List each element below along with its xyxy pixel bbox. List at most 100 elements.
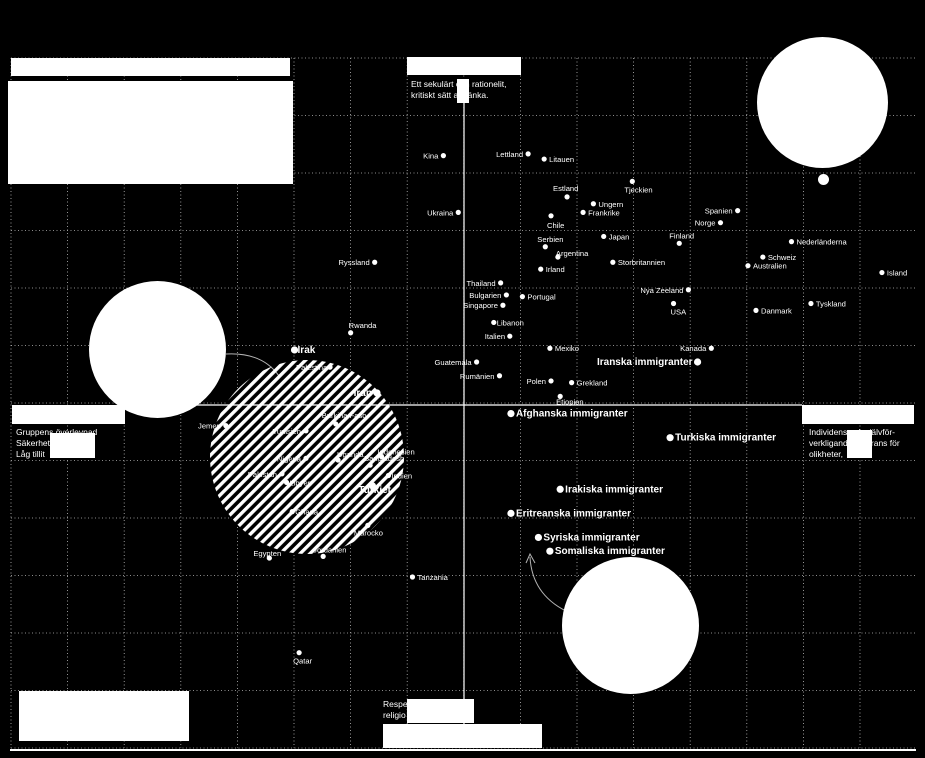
point-marker: [503, 292, 509, 298]
point-label: Bulgarien: [469, 291, 501, 300]
left-axis-line-3: Låg tillit: [16, 449, 45, 459]
callout-circle-bottom-right: [562, 557, 699, 694]
point-label: Irakiska immigranter: [565, 484, 663, 495]
point-marker: [290, 346, 299, 354]
point-marker: [303, 428, 309, 434]
point-marker: [548, 213, 554, 219]
point-label: Japan: [609, 232, 630, 241]
point-label: Chile: [547, 221, 564, 230]
point-marker: [601, 233, 607, 240]
point-marker: [372, 259, 378, 265]
point-label: Nederländerna: [796, 238, 847, 247]
point-label: Rumänien: [460, 372, 495, 381]
point-label: Kina: [423, 152, 439, 161]
point-marker: [693, 358, 702, 366]
point-label: Spanien: [705, 207, 733, 216]
point-label: Tanzania: [417, 573, 448, 582]
point-marker: [496, 373, 503, 379]
point-marker: [507, 410, 515, 418]
point-label: Tunisien: [273, 427, 301, 436]
point-label: Somaliska immigranter: [555, 546, 665, 557]
right-axis-line-3: olikheter,: [809, 449, 844, 459]
point-label: Marocko: [354, 528, 383, 537]
point-marker: [546, 547, 554, 555]
point-label: Indonesien: [378, 448, 415, 457]
point-marker: [564, 194, 570, 200]
point-marker: [610, 259, 616, 265]
point-marker: [296, 650, 302, 656]
point-marker: [541, 156, 547, 162]
point-marker: [507, 509, 515, 517]
point-label: Ungern: [598, 200, 623, 209]
point-marker: [440, 153, 446, 159]
point-marker: [580, 209, 586, 215]
point-label: Guatemala: [434, 358, 472, 367]
point-label: Argentina: [556, 249, 589, 258]
point-marker: [569, 380, 575, 386]
pointer-arrowhead: [525, 552, 536, 564]
point-label: Frankrike: [588, 208, 620, 217]
point-marker: [753, 307, 759, 313]
title-bar: [11, 58, 290, 76]
point-label: Eritreanska immigranter: [516, 508, 631, 519]
point-marker: [556, 485, 564, 493]
point-label: Turkiet: [358, 485, 391, 496]
top-axis-line-1: Ett sekulärt och rationelit,: [411, 79, 507, 89]
point-label: Mexiko: [555, 344, 579, 353]
point-marker: [879, 269, 885, 276]
point-marker: [629, 178, 635, 184]
point-label: Ghana: [295, 508, 319, 517]
point-marker: [373, 389, 381, 397]
point-label: Nya Zeeland: [640, 286, 683, 295]
point-marker: [223, 423, 229, 429]
point-label: Norge: [695, 219, 716, 228]
bottom-axis-box: [383, 724, 542, 748]
bottom-axis-line-1: Respekt: [383, 699, 415, 709]
point-label: Ukraina: [427, 208, 454, 217]
callout-dot-top-right: [818, 174, 829, 185]
point-label: Estland: [553, 184, 578, 193]
top-axis-label: Ett sekulärt och rationelit, kritiskt sä…: [411, 79, 541, 101]
point-marker: [666, 434, 674, 442]
point-marker: [283, 479, 290, 485]
point-label: Indien: [391, 472, 412, 481]
point-label: Tjeckien: [624, 185, 652, 194]
point-marker: [348, 330, 354, 336]
point-marker: [676, 240, 682, 246]
point-label: Singapore: [463, 301, 498, 310]
point-marker: [279, 471, 285, 477]
point-marker: [289, 509, 295, 515]
point-marker: [708, 345, 714, 351]
point-marker: [409, 574, 416, 580]
right-axis-mask: [847, 430, 872, 458]
point-label: Libanon: [497, 318, 524, 327]
pointer-arrow-right: [529, 556, 567, 612]
top-axis-line-2: kritiskt sätt att tänka.: [411, 90, 489, 100]
point-label: Polen: [527, 377, 546, 386]
point-marker: [320, 553, 326, 559]
point-marker: [327, 364, 333, 370]
point-label: Egypten: [253, 549, 281, 558]
point-label: Italien: [485, 332, 505, 341]
point-label: Thailand: [466, 279, 495, 288]
point-label: Finland: [669, 231, 694, 240]
point-marker: [491, 319, 497, 326]
point-label: Afghanska immigranter: [516, 409, 628, 420]
point-marker: [368, 482, 376, 490]
point-label: Burkina Faso: [322, 411, 367, 420]
point-label: Litauen: [549, 155, 574, 164]
left-axis-mask: [50, 433, 95, 458]
point-label: Australien: [753, 262, 787, 271]
point-marker: [498, 280, 504, 286]
point-label: Syriska immigranter: [543, 532, 639, 543]
point-marker: [547, 345, 553, 351]
point-marker: [473, 359, 480, 365]
point-label: Bangladesh: [364, 454, 404, 463]
bottom-axis-label: Respekt religio: [383, 699, 483, 721]
point-label: Danmark: [761, 306, 792, 315]
point-label: Tyskland: [816, 300, 846, 309]
point-label: Uganda: [337, 450, 364, 459]
point-marker: [385, 472, 392, 479]
